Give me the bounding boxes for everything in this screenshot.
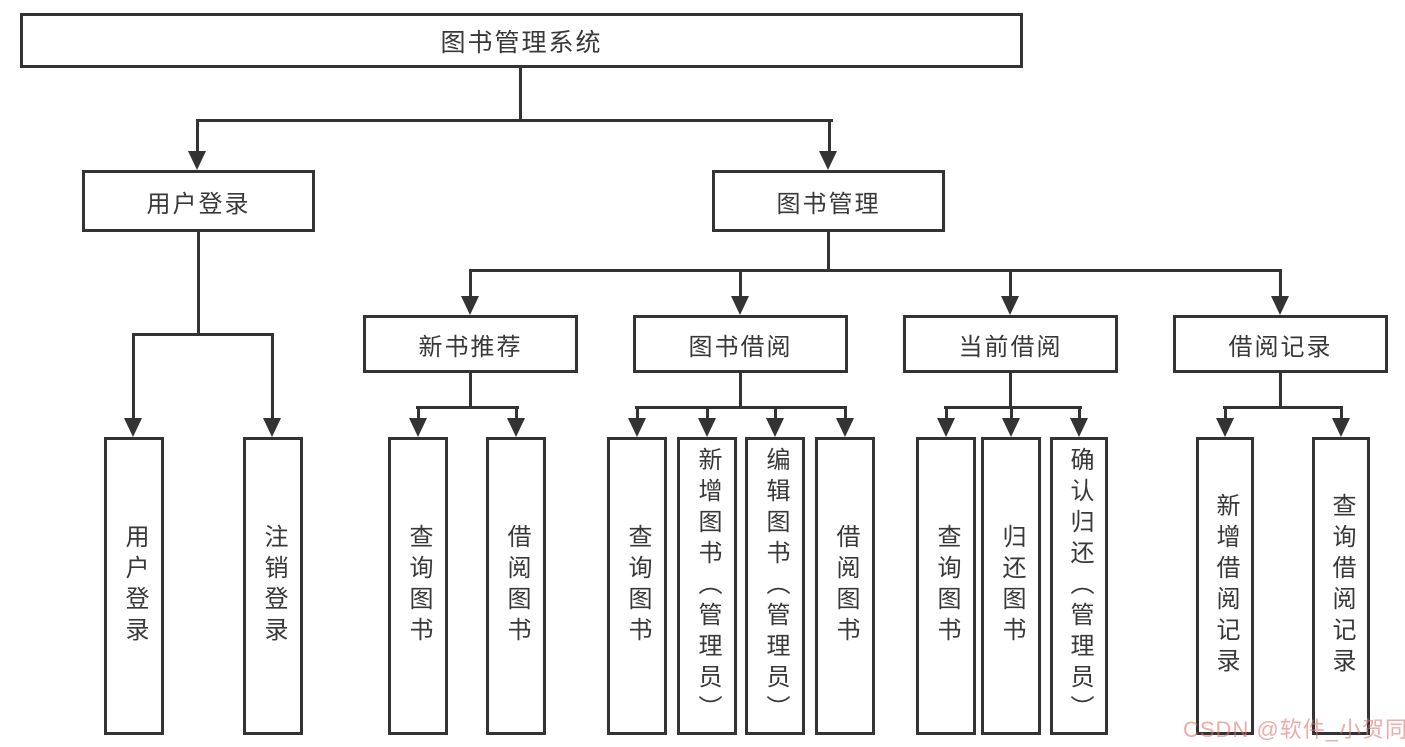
connector-bookmgmt-drop-3: [1009, 269, 1012, 297]
connector-current-hbar: [944, 406, 1082, 409]
connector-newbook-drop-2: [515, 406, 518, 420]
node-new-book-recommend: 新书推荐: [363, 315, 578, 373]
node-current-confirm-return-admin: 确认归还（管理员）: [1050, 437, 1108, 735]
node-logout-leaf: 注销登录: [243, 437, 303, 735]
arrow-down-icon: [1070, 418, 1088, 437]
arrow-down-icon: [1216, 418, 1234, 437]
node-records-query-record: 查询借阅记录: [1312, 437, 1370, 735]
connector-newbook-stem: [469, 370, 472, 409]
arrow-down-icon: [1271, 296, 1289, 315]
arrow-down-icon: [766, 418, 784, 437]
connector-borrowing-hbar: [635, 406, 847, 409]
connector-current-drop-1: [945, 406, 948, 420]
node-records-add-record: 新增借阅记录: [1196, 437, 1254, 735]
connector-current-drop-3: [1078, 406, 1081, 420]
arrow-down-icon: [1001, 296, 1019, 315]
node-user-login-module: 用户登录: [82, 170, 315, 232]
node-borrowing-add-books-admin: 新增图书（管理员）: [677, 437, 737, 735]
arrow-down-icon: [263, 418, 281, 437]
connector-current-drop-2: [1010, 406, 1013, 420]
arrow-down-icon: [1332, 418, 1350, 437]
connector-borrowing-drop-1: [636, 406, 639, 420]
connector-userlogin-drop-1: [132, 333, 135, 420]
node-book-borrowing: 图书借阅: [633, 315, 848, 373]
node-borrowing-borrow-books: 借阅图书: [815, 437, 875, 735]
connector-records-drop-1: [1224, 406, 1227, 420]
arrow-down-icon: [731, 296, 749, 315]
node-borrowing-query-books: 查询图书: [607, 437, 667, 735]
node-newbook-query-books: 查询图书: [388, 437, 448, 735]
connector-bookmgmt-drop-4: [1279, 269, 1282, 297]
connector-borrowing-stem: [739, 370, 742, 409]
connector-records-hbar: [1223, 406, 1343, 409]
connector-borrowing-drop-2: [706, 406, 709, 420]
connector-records-drop-2: [1340, 406, 1343, 420]
node-book-management-module: 图书管理: [712, 170, 945, 232]
connector-userlogin-hbar: [132, 333, 274, 336]
connector-root-drop-left: [196, 119, 199, 153]
connector-borrowing-drop-3: [774, 406, 777, 420]
node-user-login-leaf: 用户登录: [104, 437, 164, 735]
node-current-return-books: 归还图书: [981, 437, 1041, 735]
arrow-down-icon: [937, 418, 955, 437]
arrow-down-icon: [188, 151, 206, 170]
arrow-down-icon: [628, 418, 646, 437]
connector-root-drop-right: [828, 119, 831, 153]
arrow-down-icon: [836, 418, 854, 437]
connector-current-stem: [1009, 370, 1012, 409]
connector-newbook-drop-1: [417, 406, 420, 420]
node-current-query-books: 查询图书: [916, 437, 976, 735]
connector-bookmgmt-stem: [827, 229, 830, 272]
connector-bookmgmt-drop-1: [469, 269, 472, 297]
arrow-down-icon: [124, 418, 142, 437]
node-borrowing-records: 借阅记录: [1173, 315, 1388, 373]
connector-borrowing-drop-4: [844, 406, 847, 420]
csdn-watermark: CSDN @软件_小贺同学: [1183, 717, 1405, 742]
connector-root-stem: [519, 66, 522, 122]
connector-records-stem: [1279, 370, 1282, 409]
connector-newbook-hbar: [416, 406, 519, 409]
node-library-management-system: 图书管理系统: [20, 13, 1023, 68]
connector-userlogin-stem: [197, 229, 200, 336]
arrow-down-icon: [507, 418, 525, 437]
connector-userlogin-drop-2: [271, 333, 274, 420]
connector-bookmgmt-hbar: [469, 269, 1282, 272]
node-newbook-borrow-books: 借阅图书: [486, 437, 546, 735]
arrow-down-icon: [409, 418, 427, 437]
arrow-down-icon: [461, 296, 479, 315]
connector-bookmgmt-drop-2: [739, 269, 742, 297]
node-current-borrowing: 当前借阅: [903, 315, 1118, 373]
arrow-down-icon: [819, 151, 837, 170]
node-borrowing-edit-books-admin: 编辑图书（管理员）: [745, 437, 805, 735]
arrow-down-icon: [698, 418, 716, 437]
arrow-down-icon: [1002, 418, 1020, 437]
connector-root-hbar: [196, 119, 833, 122]
